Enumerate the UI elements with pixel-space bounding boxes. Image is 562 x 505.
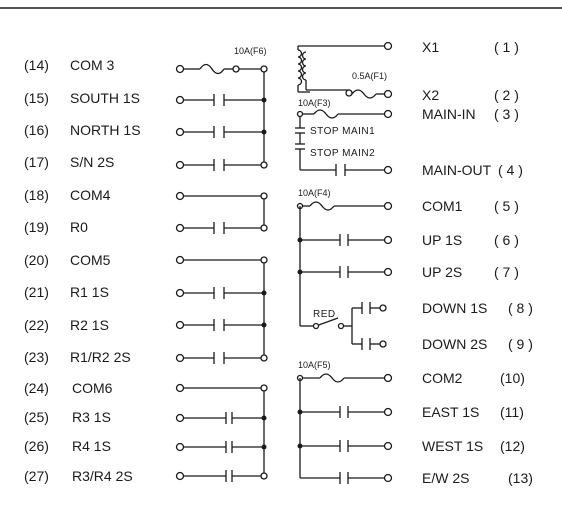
- terminal-17-number: (17): [24, 154, 49, 170]
- terminal-14-label: COM 3: [70, 57, 115, 73]
- terminal-12-number: (12): [500, 438, 525, 454]
- terminal-7-number: ( 7 ): [494, 264, 519, 280]
- fuse-f1-symbol: [351, 89, 377, 99]
- main-out-wiring: [300, 164, 393, 176]
- terminal-1-label: X1: [422, 39, 439, 55]
- terminal-15-number: (15): [24, 90, 49, 106]
- terminal-25-label: R3 1S: [72, 409, 111, 425]
- terminal-25-number: (25): [24, 409, 49, 425]
- stop-main2-label: STOP MAIN2: [310, 148, 375, 159]
- terminal-27-label: R3/R4 2S: [72, 468, 133, 484]
- terminal-22-label: R2 1S: [70, 317, 109, 333]
- terminal-14-number: (14): [24, 57, 49, 73]
- terminal-5-number: ( 5 ): [494, 198, 519, 214]
- terminal-9-number: ( 9 ): [508, 336, 533, 352]
- group-com5-wiring: [175, 255, 268, 364]
- terminal-19-label: R0: [70, 219, 88, 235]
- fuse-f1-label: 0.5A(F1): [352, 71, 387, 81]
- terminal-18-label: COM4: [70, 187, 111, 203]
- terminal-16-label: NORTH 1S: [70, 122, 141, 138]
- red-switch: [315, 317, 339, 327]
- terminal-2-label: X2: [422, 87, 439, 103]
- terminal-1-number: ( 1 ): [494, 39, 519, 55]
- left-wiring: 10A(F6): [175, 46, 268, 482]
- terminal-16-number: (16): [24, 122, 49, 138]
- terminal-6-label: UP 1S: [422, 232, 462, 248]
- red-label: RED: [313, 309, 336, 320]
- terminal-10-label: COM2: [422, 370, 463, 386]
- terminal-13-label: E/W 2S: [422, 470, 469, 486]
- terminal-8-number: ( 8 ): [508, 300, 533, 316]
- fuse-f4-symbol: [309, 201, 335, 211]
- terminal-6-number: ( 6 ): [494, 232, 519, 248]
- transformer-wiring: 0.5A(F1): [297, 41, 393, 99]
- terminal-19-number: (19): [24, 219, 49, 235]
- terminal-7-label: UP 2S: [422, 264, 462, 280]
- terminal-24-number: (24): [24, 380, 49, 396]
- terminal-11-number: (11): [500, 404, 524, 420]
- main-in-wiring: 10A(F3) STOP MAIN1 STOP MAIN2: [295, 98, 393, 170]
- transformer-coil-icon: [297, 49, 303, 86]
- com2-group-wiring: 10A(F5): [296, 360, 393, 484]
- terminal-27-number: (27): [24, 468, 49, 484]
- stop-main1-label: STOP MAIN1: [310, 126, 375, 137]
- terminal-8-label: DOWN 1S: [422, 300, 487, 316]
- terminal-10-number: (10): [500, 370, 525, 386]
- terminal-3-label: MAIN-IN: [422, 106, 476, 122]
- terminal-26-label: R4 1S: [72, 438, 111, 454]
- fuse-f6-symbol: [199, 63, 225, 75]
- terminal-17-label: S/N 2S: [70, 154, 114, 170]
- fuse-f4-label: 10A(F4): [298, 188, 331, 198]
- fuse-f5-label: 10A(F5): [298, 360, 331, 370]
- fuse-f5-symbol: [319, 373, 345, 383]
- left-terminal-labels: (14) COM 3 (15) SOUTH 1S (16) NORTH 1S (…: [24, 57, 141, 484]
- terminal-20-label: COM5: [70, 252, 111, 268]
- right-wiring: 0.5A(F1) 10A(F3) STOP MAIN1 STOP MAIN2: [295, 41, 393, 484]
- terminal-21-label: R1 1S: [70, 284, 109, 300]
- terminal-3-number: ( 3 ): [494, 106, 519, 122]
- terminal-9-label: DOWN 2S: [422, 336, 487, 352]
- terminal-23-number: (23): [24, 349, 49, 365]
- terminal-4-label: MAIN-OUT: [422, 162, 492, 178]
- terminal-2-number: ( 2 ): [494, 87, 519, 103]
- terminal-24-label: COM6: [72, 380, 113, 396]
- terminal-15-label: SOUTH 1S: [70, 90, 140, 106]
- terminal-11-label: EAST 1S: [422, 404, 479, 420]
- terminal-21-number: (21): [24, 284, 49, 300]
- terminal-18-number: (18): [24, 187, 49, 203]
- terminal-5-label: COM1: [422, 198, 463, 214]
- group-com6-wiring: [175, 383, 268, 482]
- terminal-13-number: (13): [508, 470, 533, 486]
- fuse-f6-label: 10A(F6): [234, 46, 267, 56]
- fuse-f3-label: 10A(F3): [298, 98, 331, 108]
- terminal-23-label: R1/R2 2S: [70, 349, 131, 365]
- fuse-f3-symbol: [313, 109, 339, 119]
- terminal-26-number: (26): [24, 438, 49, 454]
- com1-group-wiring: 10A(F4) RED: [296, 188, 393, 350]
- terminal-22-number: (22): [24, 317, 49, 333]
- right-terminal-labels: X1 ( 1 ) X2 ( 2 ) MAIN-IN ( 3 ) MAIN-OUT…: [422, 39, 533, 486]
- terminal-4-number: ( 4 ): [498, 162, 523, 178]
- group-com3-wiring: 10A(F6): [175, 46, 268, 171]
- terminal-12-label: WEST 1S: [422, 438, 483, 454]
- terminal-20-number: (20): [24, 252, 49, 268]
- group-com4-wiring: [175, 191, 268, 234]
